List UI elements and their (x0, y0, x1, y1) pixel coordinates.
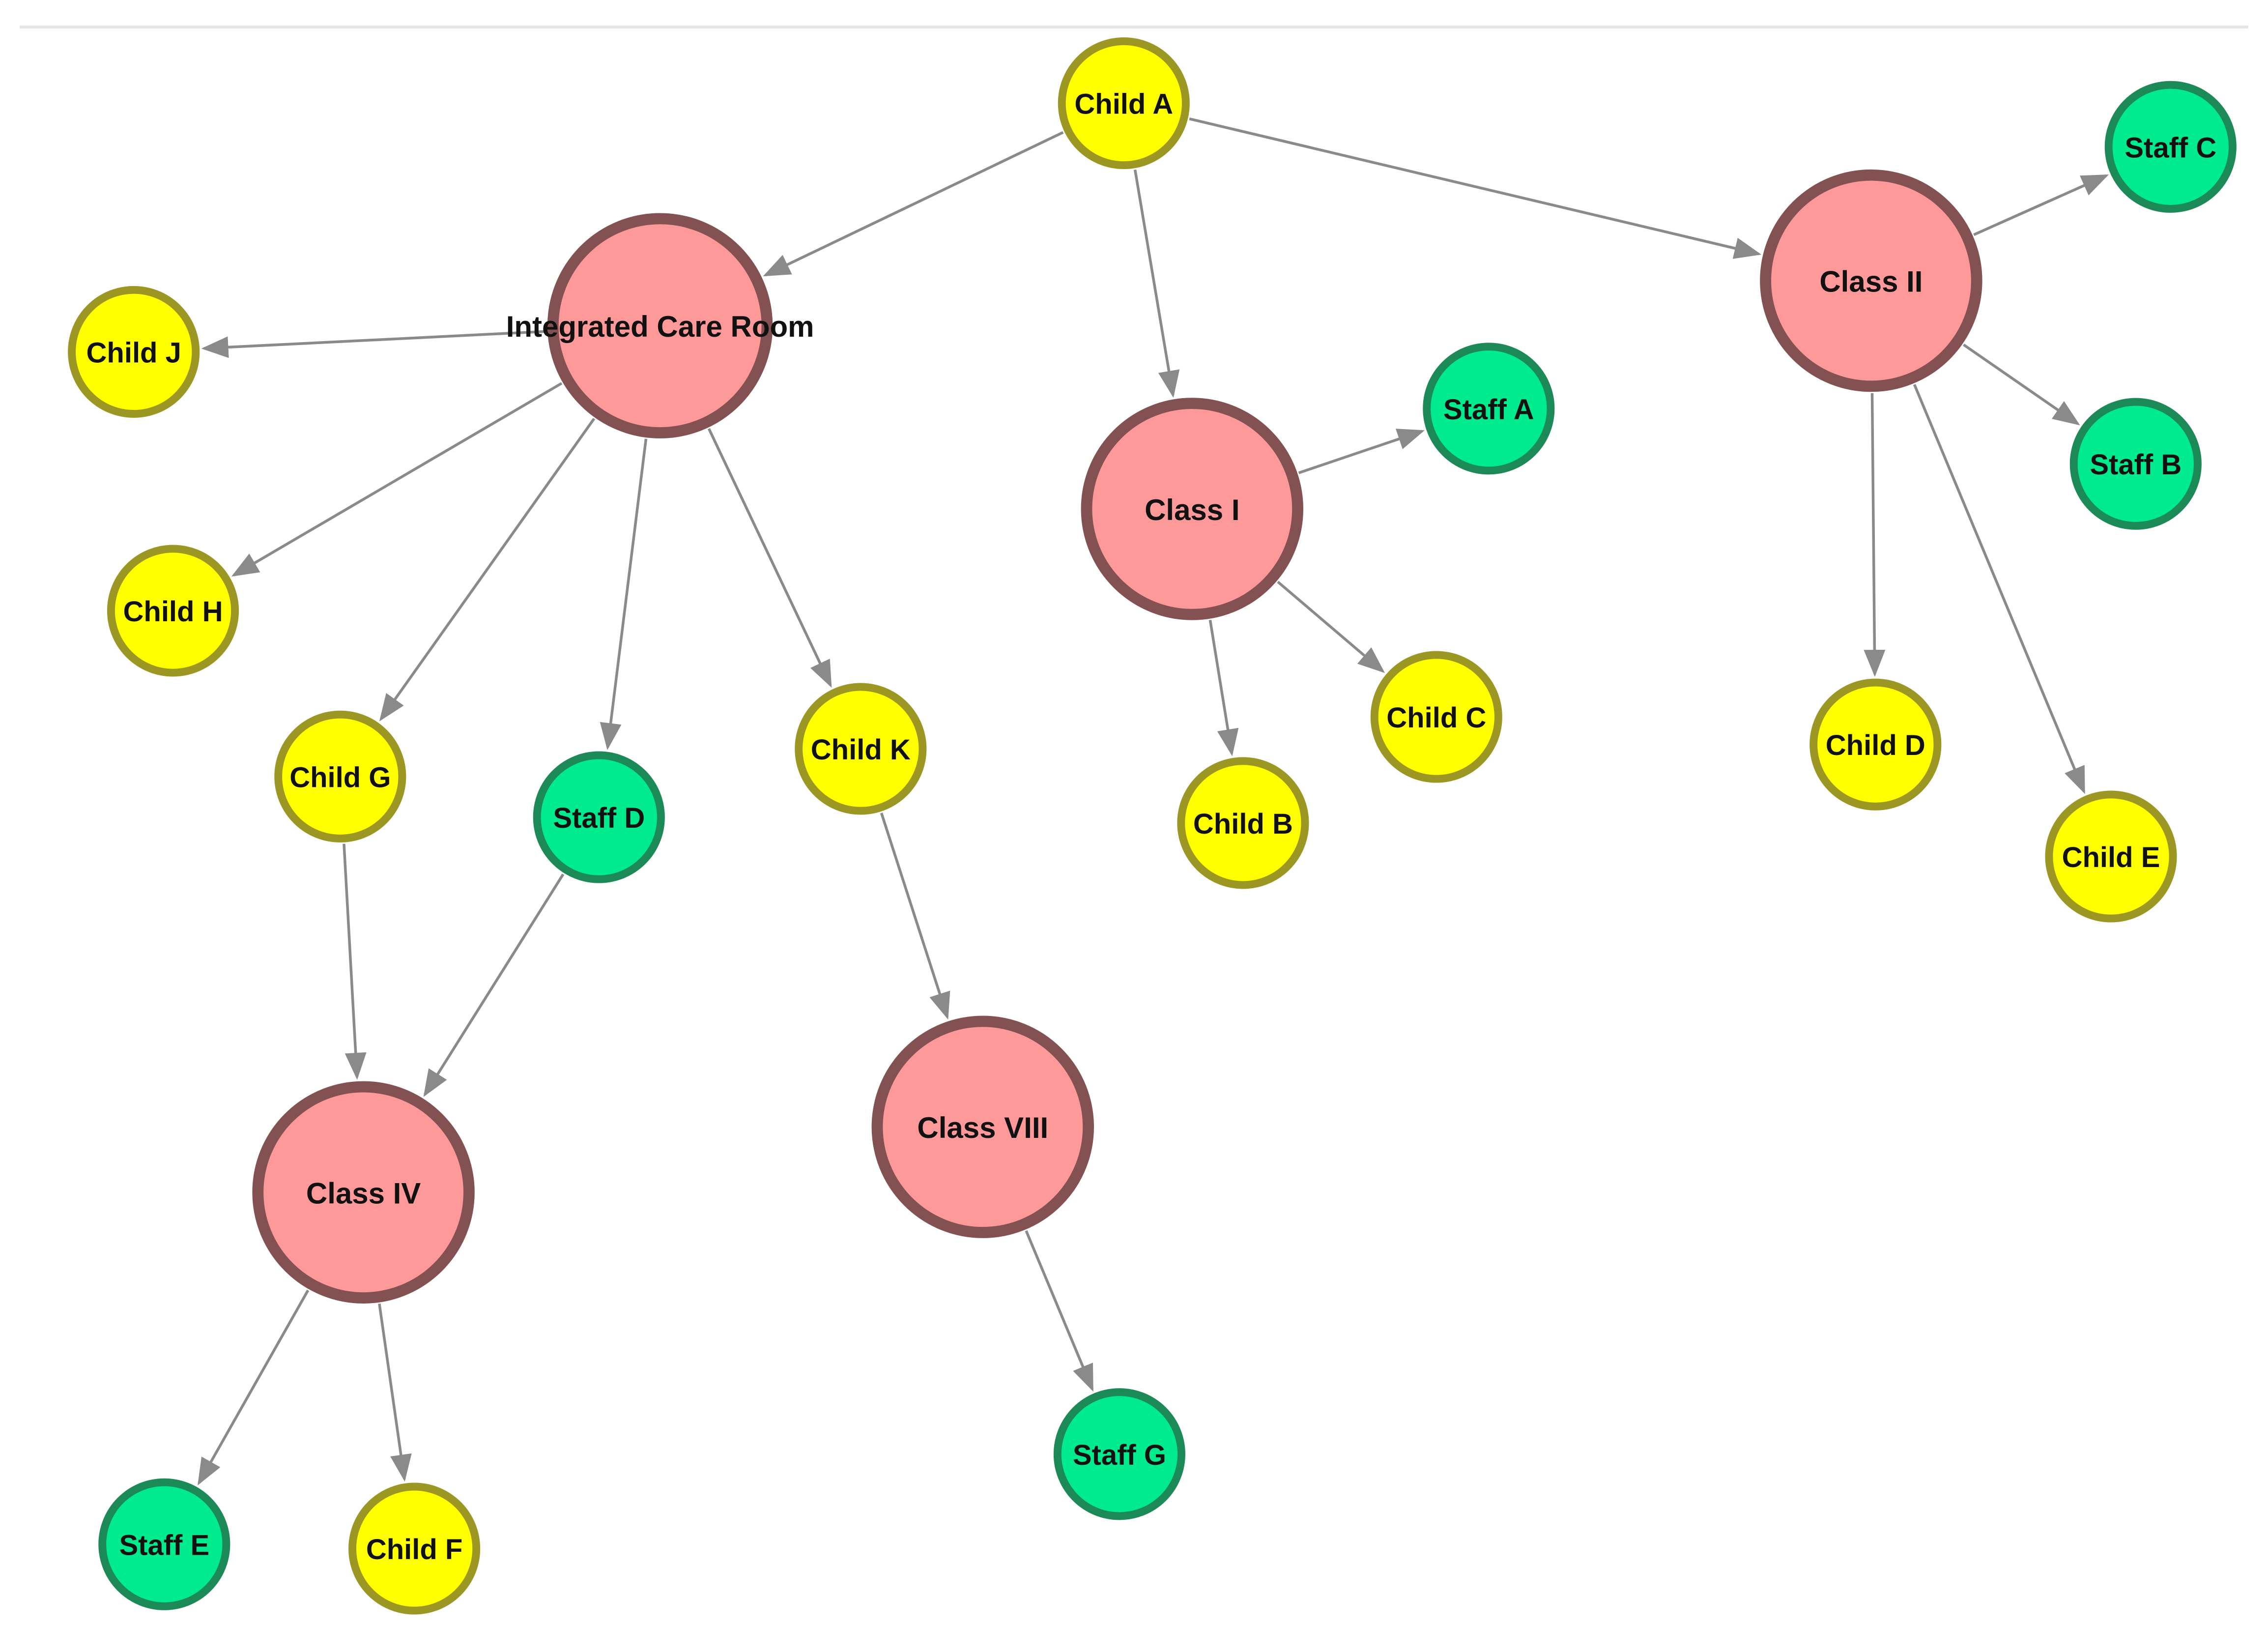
node-child-b[interactable]: Child B (1177, 757, 1309, 889)
node-child-g[interactable]: Child G (274, 710, 406, 842)
edge-class-ii-to-child-e (1913, 384, 2086, 794)
child-node-circle (795, 683, 927, 815)
edge-class-ii-to-staff-b (1962, 343, 2080, 426)
node-label-staff-g: Staff G (1073, 1439, 1166, 1471)
child-node-circle (1370, 651, 1502, 783)
staff-node-circle (1423, 343, 1555, 475)
child-node-circle (2045, 790, 2177, 923)
node-staff-c[interactable]: Staff C (2104, 81, 2237, 213)
node-label-staff-e: Staff E (119, 1529, 209, 1561)
edge-integrated-care-room-to-child-k (707, 428, 832, 688)
edge-child-k-to-class-viii (880, 812, 950, 1020)
node-label-staff-d: Staff D (553, 802, 645, 834)
child-node-circle (1058, 37, 1190, 170)
node-label-staff-b: Staff B (2090, 449, 2182, 481)
node-child-e[interactable]: Child E (2045, 790, 2177, 923)
edge-class-iv-to-child-f (378, 1304, 412, 1482)
node-class-viii[interactable]: Class VIII (871, 1016, 1094, 1238)
node-label-child-a: Child A (1074, 88, 1173, 120)
node-staff-g[interactable]: Staff G (1053, 1388, 1185, 1520)
child-node-circle (348, 1482, 481, 1615)
child-node-circle (1809, 678, 1942, 811)
node-child-j[interactable]: Child J (68, 286, 200, 418)
node-class-iv[interactable]: Class IV (252, 1081, 475, 1304)
edge-class-iv-to-staff-e (198, 1289, 310, 1485)
room-node-circle (547, 213, 773, 438)
node-child-h[interactable]: Child H (107, 545, 239, 677)
edge-class-i-to-child-c (1277, 580, 1385, 673)
edges-layer (198, 117, 2109, 1485)
edge-integrated-care-room-to-child-j (201, 330, 546, 358)
edge-child-a-to-integrated-care-room (763, 131, 1064, 277)
node-label-integrated-care-room: Integrated Care Room (506, 310, 814, 343)
node-label-staff-a: Staff A (1443, 394, 1534, 426)
child-node-circle (68, 286, 200, 418)
room-node-circle (1760, 169, 1982, 392)
staff-node-circle (2069, 398, 2202, 530)
node-label-child-f: Child F (366, 1534, 463, 1566)
node-staff-b[interactable]: Staff B (2069, 398, 2202, 530)
room-node-circle (871, 1016, 1094, 1238)
node-label-child-g: Child G (289, 761, 391, 793)
node-label-child-e: Child E (2062, 842, 2160, 873)
edge-integrated-care-room-to-staff-d (600, 438, 648, 751)
edge-class-i-to-child-b (1208, 619, 1239, 756)
node-label-child-d: Child D (1826, 729, 1925, 761)
node-integrated-care-room[interactable]: Integrated Care Room (506, 213, 814, 438)
node-label-child-j: Child J (86, 337, 181, 369)
node-child-d[interactable]: Child D (1809, 678, 1942, 811)
node-staff-d[interactable]: Staff D (533, 751, 665, 883)
edge-class-ii-to-child-d (1864, 393, 1886, 677)
staff-node-circle (98, 1478, 230, 1610)
node-label-class-viii: Class VIII (917, 1111, 1048, 1144)
edge-integrated-care-room-to-child-h (231, 382, 563, 577)
node-child-c[interactable]: Child C (1370, 651, 1502, 783)
node-child-a[interactable]: Child A (1058, 37, 1190, 170)
node-label-staff-c: Staff C (2124, 132, 2216, 164)
child-node-circle (274, 710, 406, 842)
node-label-child-h: Child H (123, 596, 223, 628)
staff-node-circle (1053, 1388, 1185, 1520)
node-label-class-ii: Class II (1819, 265, 1923, 298)
edge-class-ii-to-staff-c (1973, 174, 2109, 236)
staff-node-circle (2104, 81, 2237, 213)
child-node-circle (107, 545, 239, 677)
staff-node-circle (533, 751, 665, 883)
node-label-child-c: Child C (1386, 702, 1486, 734)
edge-child-a-to-class-ii (1189, 117, 1762, 259)
node-class-i[interactable]: Class I (1081, 398, 1304, 620)
node-label-class-iv: Class IV (306, 1177, 421, 1210)
edge-class-i-to-staff-a (1298, 429, 1425, 474)
node-child-f[interactable]: Child F (348, 1482, 481, 1615)
node-label-child-b: Child B (1193, 808, 1293, 840)
edge-staff-d-to-class-iv (423, 873, 565, 1097)
edge-child-a-to-class-i (1133, 169, 1180, 398)
node-child-k[interactable]: Child K (795, 683, 927, 815)
node-class-ii[interactable]: Class II (1760, 169, 1982, 392)
node-label-class-i: Class I (1145, 493, 1239, 526)
edge-child-g-to-class-iv (343, 843, 367, 1080)
edge-integrated-care-room-to-child-g (379, 418, 596, 722)
node-staff-e[interactable]: Staff E (98, 1478, 230, 1610)
room-node-circle (252, 1081, 475, 1304)
room-node-circle (1081, 398, 1304, 620)
child-node-circle (1177, 757, 1309, 889)
edge-class-viii-to-staff-g (1025, 1230, 1094, 1392)
node-label-child-k: Child K (811, 734, 911, 766)
node-staff-a[interactable]: Staff A (1423, 343, 1555, 475)
